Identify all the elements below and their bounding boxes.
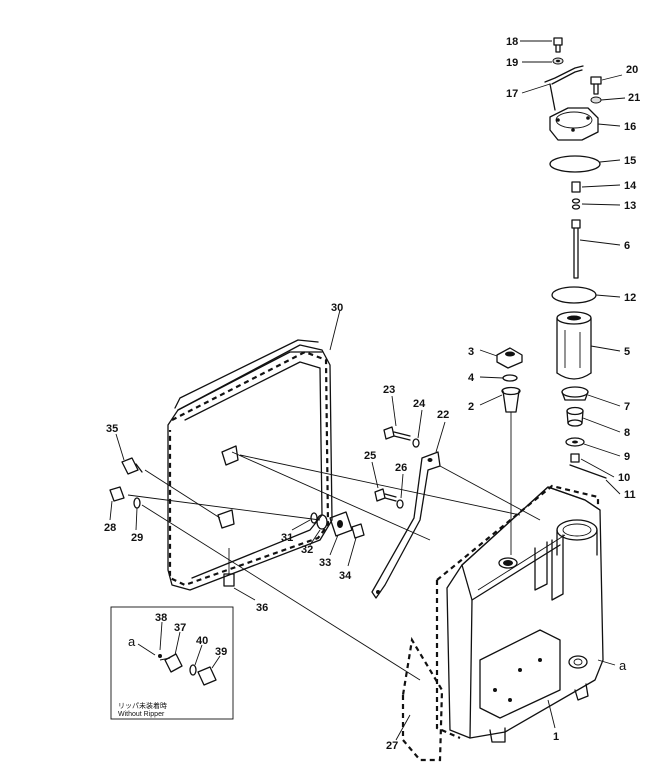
callout-38: 38 [155, 612, 167, 624]
callout-23: 23 [383, 384, 395, 396]
callout-34: 34 [339, 570, 352, 582]
callout-8: 8 [624, 427, 630, 439]
filter-assembly [544, 37, 607, 479]
callout-14: 14 [624, 180, 637, 192]
callout-13: 13 [624, 200, 636, 212]
callout-40: 40 [196, 635, 208, 647]
filler-assembly [496, 347, 523, 555]
callout-37: 37 [174, 622, 186, 634]
callout-labels: 1 2 3 4 5 6 7 8 9 10 11 12 13 14 15 16 1… [104, 36, 640, 752]
callout-28: 28 [104, 522, 116, 534]
fuel-tank [401, 484, 604, 762]
callout-27: 27 [386, 740, 398, 752]
callout-32: 32 [301, 544, 313, 556]
assembly-lines [109, 40, 626, 741]
callout-31: 31 [281, 532, 293, 544]
inset-caption-jp: リッパ未装着時 [118, 701, 167, 710]
callout-5: 5 [624, 346, 630, 358]
reference-mark-a: a [619, 658, 627, 673]
callout-12: 12 [624, 292, 636, 304]
callout-39: 39 [215, 646, 227, 658]
callout-10: 10 [618, 472, 630, 484]
left-hardware [109, 457, 365, 587]
callout-25: 25 [364, 450, 376, 462]
callout-11: 11 [624, 489, 636, 501]
callout-1: 1 [553, 731, 559, 743]
callout-22: 22 [437, 409, 449, 421]
callout-21: 21 [628, 92, 640, 104]
callout-17: 17 [506, 88, 518, 100]
callout-35: 35 [106, 423, 118, 435]
callout-18: 18 [506, 36, 518, 48]
inset-caption-en: Without Ripper [118, 711, 165, 718]
callout-3: 3 [468, 346, 474, 358]
callout-26: 26 [395, 462, 407, 474]
callout-33: 33 [319, 557, 331, 569]
inset-without-ripper: a リッパ未装着時 Without Ripper [110, 606, 234, 720]
callout-29: 29 [131, 532, 143, 544]
inset-reference-mark: a [128, 634, 136, 649]
callout-30: 30 [331, 302, 343, 314]
callout-19: 19 [506, 57, 518, 69]
callout-2: 2 [468, 401, 474, 413]
stay-bracket [371, 426, 441, 599]
callout-15: 15 [624, 155, 636, 167]
callout-24: 24 [413, 398, 426, 410]
callout-16: 16 [624, 121, 636, 133]
callout-20: 20 [626, 64, 638, 76]
cover-panel [167, 339, 333, 591]
callout-7: 7 [624, 401, 630, 413]
callout-36: 36 [256, 602, 268, 614]
callout-9: 9 [624, 451, 630, 463]
callout-6: 6 [624, 240, 630, 252]
callout-4: 4 [468, 372, 475, 384]
